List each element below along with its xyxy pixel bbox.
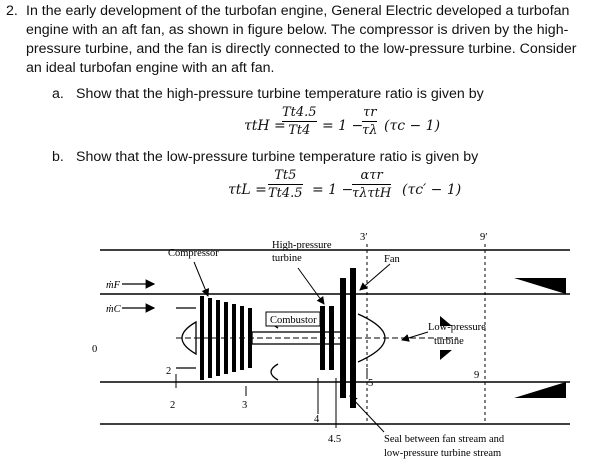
problem-number: 2. [6, 3, 18, 19]
nozzle-top [514, 278, 566, 294]
seal-label-2: low-pressure turbine stream [384, 448, 501, 459]
mass-flow-core: ṁC [106, 304, 122, 315]
part-b-label: b. [52, 149, 64, 165]
problem-line-3: pressure turbine, and the fan is directl… [26, 41, 577, 57]
station-5: 5 [368, 378, 373, 389]
compressor-label: Compressor [168, 248, 219, 259]
station-9: 9 [474, 370, 479, 381]
lp-turbine-label-1: Low-pressure [428, 322, 486, 333]
compressor-leader [193, 261, 210, 297]
lp-turbine-leader [401, 331, 429, 342]
part-a-one-minus: = 1 − [322, 118, 364, 134]
lp-turbine-label-2: turbine [434, 336, 464, 347]
station-0: 0 [92, 344, 97, 355]
hp-turbine-leader [297, 267, 325, 305]
seal-label-1: Seal between fan stream and [384, 434, 505, 445]
seal-leader [349, 395, 385, 433]
part-a-label: a. [52, 86, 64, 102]
problem-line-2: engine with an aft fan, as shown in figu… [26, 22, 569, 38]
core-nozzle-top [440, 316, 452, 326]
part-b-lhs: τtL = [228, 182, 267, 198]
exhaust-cone [357, 313, 386, 363]
station-9-prime: 9′ [480, 232, 488, 243]
part-a-lhs: τtH = [244, 118, 286, 134]
station-4-5: 4.5 [328, 434, 341, 445]
part-b-one-minus: = 1 − [312, 182, 354, 198]
problem-line-4: an ideal turbofan engine with an aft fan… [26, 60, 275, 76]
station-3: 3 [242, 400, 247, 411]
fan-label: Fan [384, 254, 401, 265]
part-b-tail: (τc′ − 1) [402, 182, 462, 198]
hp-turbine-label-1: High-pressure [272, 240, 332, 251]
station-4: 4 [314, 414, 320, 425]
combustor-label: Combustor [270, 315, 317, 326]
station-2b: 2 [170, 400, 175, 411]
turbofan-diagram: Compressor High-pressure turbine Fan Com… [92, 232, 570, 459]
fan-leader [359, 263, 391, 291]
part-a-tail: (τc − 1) [384, 118, 441, 134]
nozzle-bottom [514, 382, 566, 398]
core-nozzle-bottom [440, 350, 452, 360]
station-2a: 2 [166, 366, 171, 377]
hp-turbine-label-2: turbine [272, 253, 302, 264]
problem-line-1: In the early development of the turbofan… [26, 3, 570, 19]
inlet-spinner [181, 320, 197, 356]
station-3-prime: 3′ [360, 232, 368, 243]
mass-flow-fan: ṁF [106, 280, 121, 291]
combustor-bottom [270, 363, 279, 381]
part-a-text: Show that the high-pressure turbine temp… [76, 86, 484, 102]
part-b-text: Show that the low-pressure turbine tempe… [76, 149, 479, 165]
